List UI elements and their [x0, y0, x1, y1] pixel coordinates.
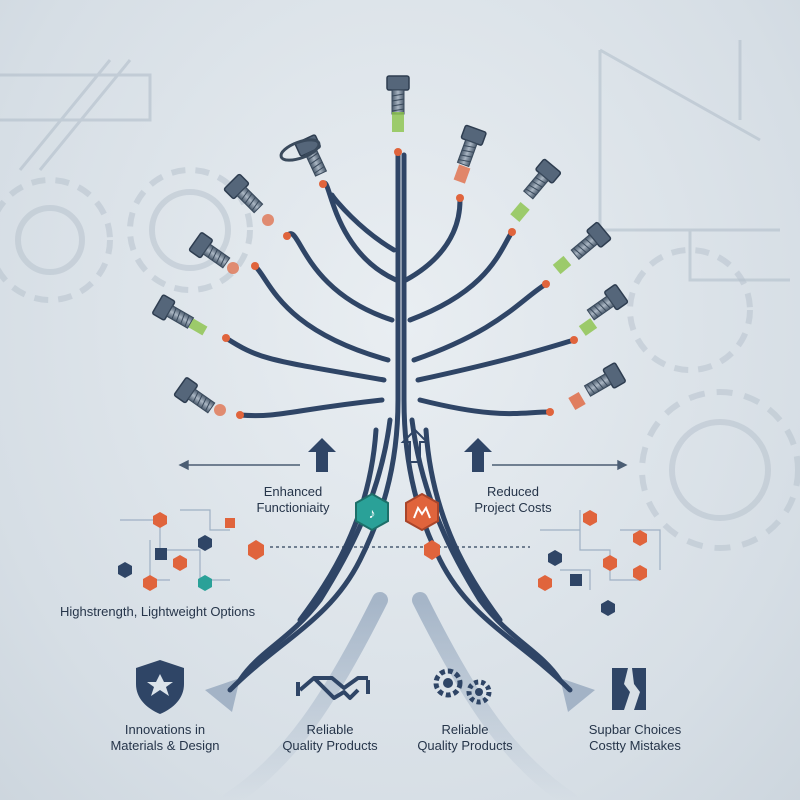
quality-right-line: Quality Products: [417, 738, 513, 753]
highstrength-line: Highstrength, Lightweight Options: [60, 604, 256, 619]
branch-r2: [407, 229, 515, 323]
innovations-label: Innovations in Materials & Design: [90, 722, 240, 754]
subpar-line: Supbar Choices: [588, 722, 682, 737]
quality-left-line: Quality Products: [282, 738, 378, 753]
left-icon-network: [118, 509, 264, 591]
materials-design-line: Materials & Design: [110, 738, 220, 753]
reduced-line: Reduced: [486, 484, 540, 499]
root-arrowheads: [205, 678, 595, 712]
bolt-icon: [279, 133, 332, 179]
right-icon-network: [424, 510, 661, 616]
bolt-icon: [452, 124, 488, 184]
bolt-icon: [173, 376, 226, 418]
branch-r5: [417, 397, 553, 417]
svg-text:♪: ♪: [369, 505, 376, 521]
side-arrows: [178, 459, 628, 548]
hexagon-badge-icon: ♪: [355, 492, 439, 532]
handshake-icon: [296, 676, 370, 700]
highstrength-options-label: Highstrength, Lightweight Options: [60, 604, 300, 620]
broken-block-icon: [612, 668, 646, 710]
tree-trunk: [223, 152, 577, 693]
branch-r3: [411, 281, 549, 363]
enhanced-functionality-label: Enhanced Functioniaity: [228, 484, 358, 516]
subpar-choices-label: Supbar Choices Costty Mistakes: [560, 722, 710, 754]
branch-l4: [223, 335, 387, 383]
background-gear-icon: [0, 167, 800, 551]
bolt-icon: [568, 361, 627, 411]
bolt-icon: [151, 293, 208, 336]
background-frame: [0, 40, 790, 282]
bolt-icon: [552, 221, 613, 275]
branch-center-left: [329, 192, 397, 253]
branch-r1: [403, 197, 463, 283]
innovations-line: Innovations in: [124, 722, 206, 737]
bolt-icon: [386, 75, 410, 132]
branch-l5: [237, 397, 385, 419]
functionality-line: Functioniaity: [256, 500, 330, 515]
reduced-project-costs-label: Reduced Project Costs: [448, 484, 578, 516]
reliable-quality-left-label: Reliable Quality Products: [265, 722, 395, 754]
shield-star-icon: [136, 660, 184, 714]
branch-r4: [415, 337, 577, 383]
branch-nodes: [222, 148, 578, 419]
enhanced-line: Enhanced: [263, 484, 323, 499]
project-costs-line: Project Costs: [474, 500, 552, 515]
gears-icon: [433, 668, 492, 705]
reliable-right-line: Reliable: [441, 722, 489, 737]
up-arrow-icon: [308, 428, 492, 472]
branch-l3: [252, 263, 391, 363]
bolt-icon: [188, 231, 239, 274]
bolt-icon: [578, 283, 629, 336]
reliable-left-line: Reliable: [306, 722, 354, 737]
bolt-icon: [510, 157, 562, 222]
reliable-quality-right-label: Reliable Quality Products: [400, 722, 530, 754]
tree-roots-shadow: [222, 592, 578, 800]
bolt-icon: [222, 172, 274, 226]
costly-mistakes-line: Costty Mistakes: [589, 738, 681, 753]
branch-l2: [284, 231, 395, 323]
